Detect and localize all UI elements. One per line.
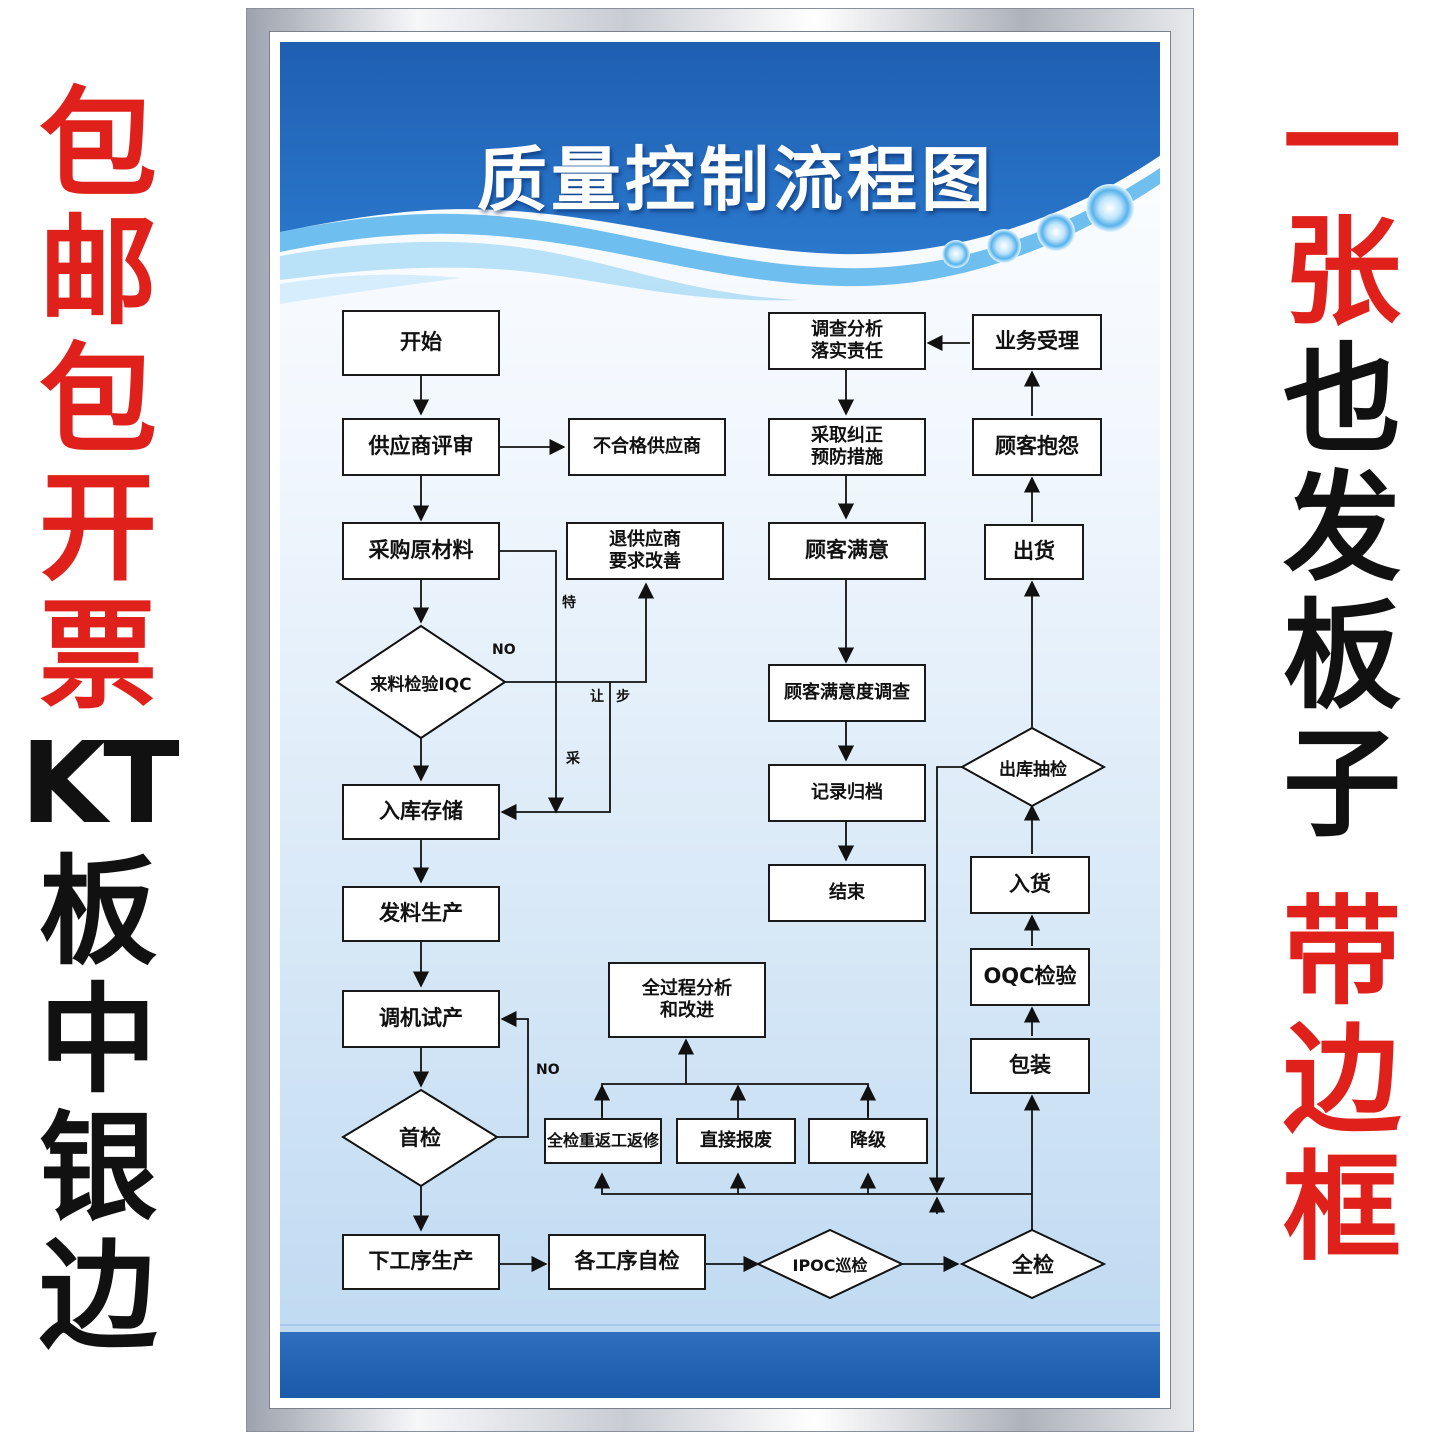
analysis-line2: 和改进 — [660, 1000, 714, 1021]
promo-char: 子 — [1282, 715, 1401, 853]
concession-label-1: 特 — [562, 595, 576, 611]
trial-production-box: 调机试产 — [342, 990, 500, 1048]
promo-char: 中 — [38, 971, 157, 1109]
left-promo-column: 包 邮 包 开 票 KT 板 中 银 边 — [20, 75, 179, 1365]
iqc-no-label: NO — [492, 642, 516, 658]
ipqc-diamond — [755, 1228, 905, 1300]
concession-label-2: 让 — [590, 689, 604, 705]
iqc-label: 来料检验IQC — [370, 674, 472, 695]
promo-char: 一 — [1282, 75, 1401, 213]
promo-char: 边 — [1282, 1011, 1401, 1149]
end-box: 结束 — [768, 864, 926, 922]
downgrade-box: 降级 — [808, 1118, 928, 1164]
rework-box: 全检重返工返修 — [544, 1118, 662, 1164]
packaging-box: 包装 — [970, 1038, 1090, 1094]
analysis-line1: 全过程分析 — [642, 978, 732, 1000]
return-supplier-line1: 退供应商 — [609, 529, 681, 551]
outgoing-sample-label: 出库抽检 — [999, 759, 1067, 780]
investigate-line2: 落实责任 — [811, 341, 883, 362]
promo-char: 发 — [1282, 459, 1401, 597]
corrective-line2: 预防措施 — [811, 447, 883, 468]
start-box: 开始 — [342, 310, 500, 376]
poster-title: 质量控制流程图 — [477, 139, 995, 221]
right-promo-column: 一 张 也 发 板 子 带 边 框 — [1272, 80, 1412, 1360]
promo-char: 板 — [38, 843, 157, 981]
iqc-diamond — [335, 624, 507, 740]
investigate-box: 调查分析 落实责任 — [768, 312, 926, 370]
oqc-box: OQC检验 — [970, 948, 1090, 1006]
investigate-line1: 调查分析 — [811, 319, 883, 341]
promo-char: 边 — [38, 1227, 157, 1365]
shipment-box: 出货 — [984, 524, 1084, 580]
warehousing-box: 入库存储 — [342, 784, 500, 840]
concession-label-3: 步 — [616, 689, 630, 705]
full-inspection-diamond — [959, 1228, 1107, 1300]
issue-materials-box: 发料生产 — [342, 886, 500, 942]
first-inspection-label: 首检 — [399, 1126, 441, 1150]
archive-box: 记录归档 — [768, 764, 926, 822]
outgoing-sample-diamond — [959, 726, 1107, 808]
concession-label-4: 采 — [566, 751, 580, 767]
promo-char: 带 — [1282, 883, 1401, 1021]
promo-char: 银 — [38, 1099, 157, 1237]
scrap-box: 直接报废 — [676, 1118, 796, 1164]
satisfied-box: 顾客满意 — [768, 522, 926, 580]
next-process-box: 下工序生产 — [342, 1234, 500, 1290]
promo-char: 板 — [1282, 587, 1401, 725]
return-supplier-line2: 要求改善 — [609, 551, 681, 572]
promo-char: 票 — [38, 587, 157, 725]
promo-char: 开 — [38, 459, 157, 597]
flow-connectors — [335, 334, 1107, 1300]
stock-in-box: 入货 — [970, 856, 1090, 914]
promo-char: 包 — [38, 75, 157, 213]
unqualified-supplier-box: 不合格供应商 — [568, 418, 726, 476]
self-inspection-box: 各工序自检 — [548, 1234, 706, 1290]
survey-box: 顾客满意度调查 — [768, 664, 926, 722]
complaint-box: 顾客抱怨 — [972, 418, 1102, 476]
footer-band — [280, 1332, 1160, 1398]
first-inspection-diamond — [341, 1088, 499, 1188]
promo-char: KT — [20, 719, 179, 849]
first-inspection-no-label: NO — [536, 1062, 560, 1078]
return-supplier-box: 退供应商 要求改善 — [566, 522, 724, 580]
full-inspection-label: 全检 — [1012, 1253, 1054, 1277]
analysis-box: 全过程分析 和改进 — [608, 962, 766, 1038]
business-box: 业务受理 — [972, 314, 1102, 370]
corrective-box: 采取纠正 预防措施 — [768, 418, 926, 476]
promo-char: 也 — [1282, 331, 1401, 469]
corrective-line1: 采取纠正 — [811, 425, 883, 447]
header-wave-graphic — [280, 42, 1160, 304]
promo-char: 张 — [1282, 203, 1401, 341]
footer-divider — [280, 1324, 1160, 1326]
supplier-review-box: 供应商评审 — [342, 418, 500, 476]
frame-inner-edge: 质量控制流程图 — [269, 31, 1171, 1409]
silver-frame: 质量控制流程图 — [246, 8, 1194, 1432]
promo-char: 框 — [1282, 1139, 1401, 1277]
promo-char: 邮 — [38, 203, 157, 341]
poster: 质量控制流程图 — [280, 42, 1160, 1398]
promo-char: 包 — [38, 331, 157, 469]
purchase-materials-box: 采购原材料 — [342, 522, 500, 580]
ipqc-label: IPOC巡检 — [792, 1256, 868, 1275]
